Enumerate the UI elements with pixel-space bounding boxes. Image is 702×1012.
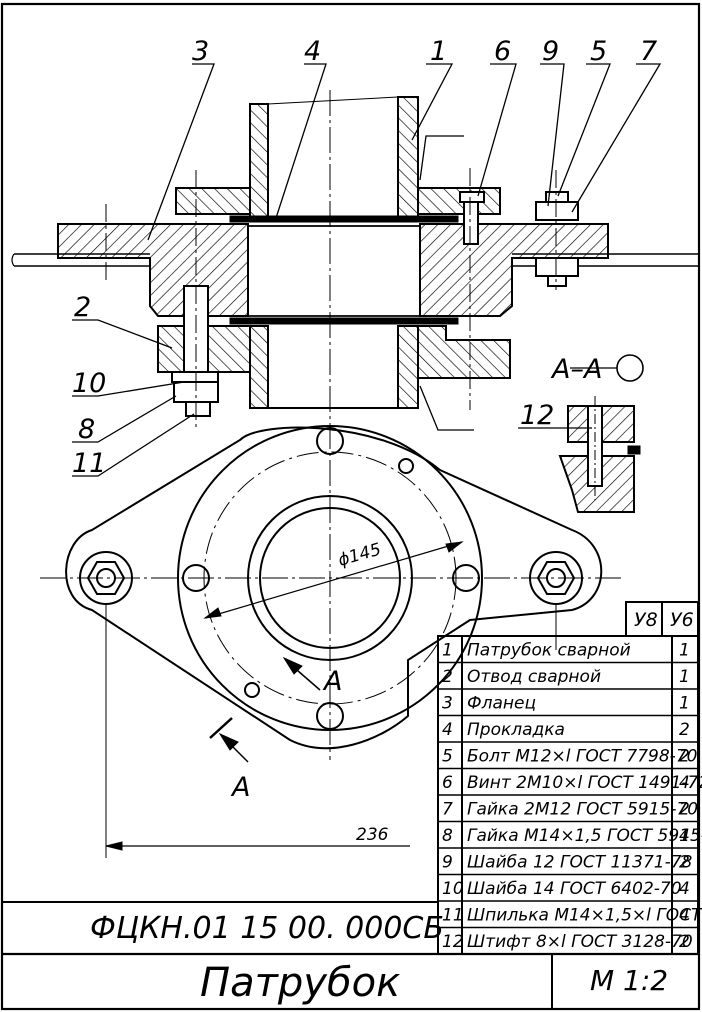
table-header-col1: У8 [634,609,658,631]
callout-8: 8 [78,414,95,445]
drawing-code: ФЦКН.01 15 00. 000СБ [90,911,444,946]
part-name: Шайба 12 ГОСТ 11371-78 [467,853,693,873]
part-name: Шпилька М14×1,5×l ГОСТ 22032-76 [467,906,702,926]
part-name: Шайба 14 ГОСТ 6402-70 [467,879,682,899]
callout-7: 7 [640,36,657,67]
part-number: 3 [442,694,453,714]
part-qty: 4 [679,906,690,926]
section-aa-label: А–А [550,354,602,385]
part-qty: 1 [679,667,690,687]
part-qty: 4 [679,826,690,846]
callout-11: 11 [72,448,106,479]
part-name: Прокладка [467,720,565,740]
part-name: Гайка М14×1,5 ГОСТ 5915-70 [467,826,702,846]
leader-lines [72,63,662,477]
part-name: Винт 2М10×l ГОСТ 1491-72 [467,773,702,793]
part-number: 5 [442,747,453,767]
part-qty: 2 [679,932,690,952]
part-number: 6 [442,773,453,793]
view-mark-a2: А [230,772,250,803]
part-qty: 4 [679,879,690,899]
table-header-col2: У6 [670,609,694,631]
part-number: 12 [442,932,464,952]
part-qty: 4 [679,773,690,793]
callout-12: 12 [520,400,554,431]
section-view [11,90,698,760]
part-name: Болт М12×l ГОСТ 7798-70 [467,747,697,767]
detail-section-aa [558,354,644,513]
part-qty: 2 [679,800,690,820]
part-name: Штифт 8×l ГОСТ 3128-70 [467,932,693,952]
part-number: 9 [442,853,453,873]
part-name: Гайка 2М12 ГОСТ 5915-70 [467,800,698,820]
pipe-wall-right [397,96,419,221]
part-qty: 1 [679,641,690,661]
pipe-wall-left [249,103,269,221]
part-number: 11 [442,906,464,926]
callout-2: 2 [74,292,91,323]
part-name: Патрубок сварной [467,641,631,661]
callout-labels: 3 4 1 6 9 5 7 2 10 8 11 12 [72,36,657,479]
drawing-title: Патрубок [200,960,400,1006]
part-number: 2 [442,667,453,687]
callout-10: 10 [72,368,106,399]
part-qty: 2 [679,747,690,767]
part-name: Фланец [467,694,536,714]
part-number: 4 [442,720,453,740]
part-number: 1 [442,641,453,661]
dimension-236: 236 [356,825,389,845]
view-mark-a1: А [322,666,342,697]
part-number: 8 [442,826,453,846]
callout-4: 4 [304,36,321,67]
callout-5: 5 [590,36,607,67]
part-number: 10 [442,879,464,899]
part-name: Отвод сварной [467,667,601,687]
part-qty: 2 [679,853,690,873]
part-number: 7 [442,800,453,820]
diameter-label: ϕ145 [336,540,383,571]
callout-9: 9 [542,36,559,67]
part-qty: 2 [679,720,690,740]
callout-1: 1 [430,36,447,67]
callout-3: 3 [192,36,209,67]
drawing-scale: М 1:2 [590,964,668,997]
part-qty: 1 [679,694,690,714]
title-block [1,901,699,1009]
plan-view [40,425,625,858]
callout-6: 6 [494,36,511,67]
